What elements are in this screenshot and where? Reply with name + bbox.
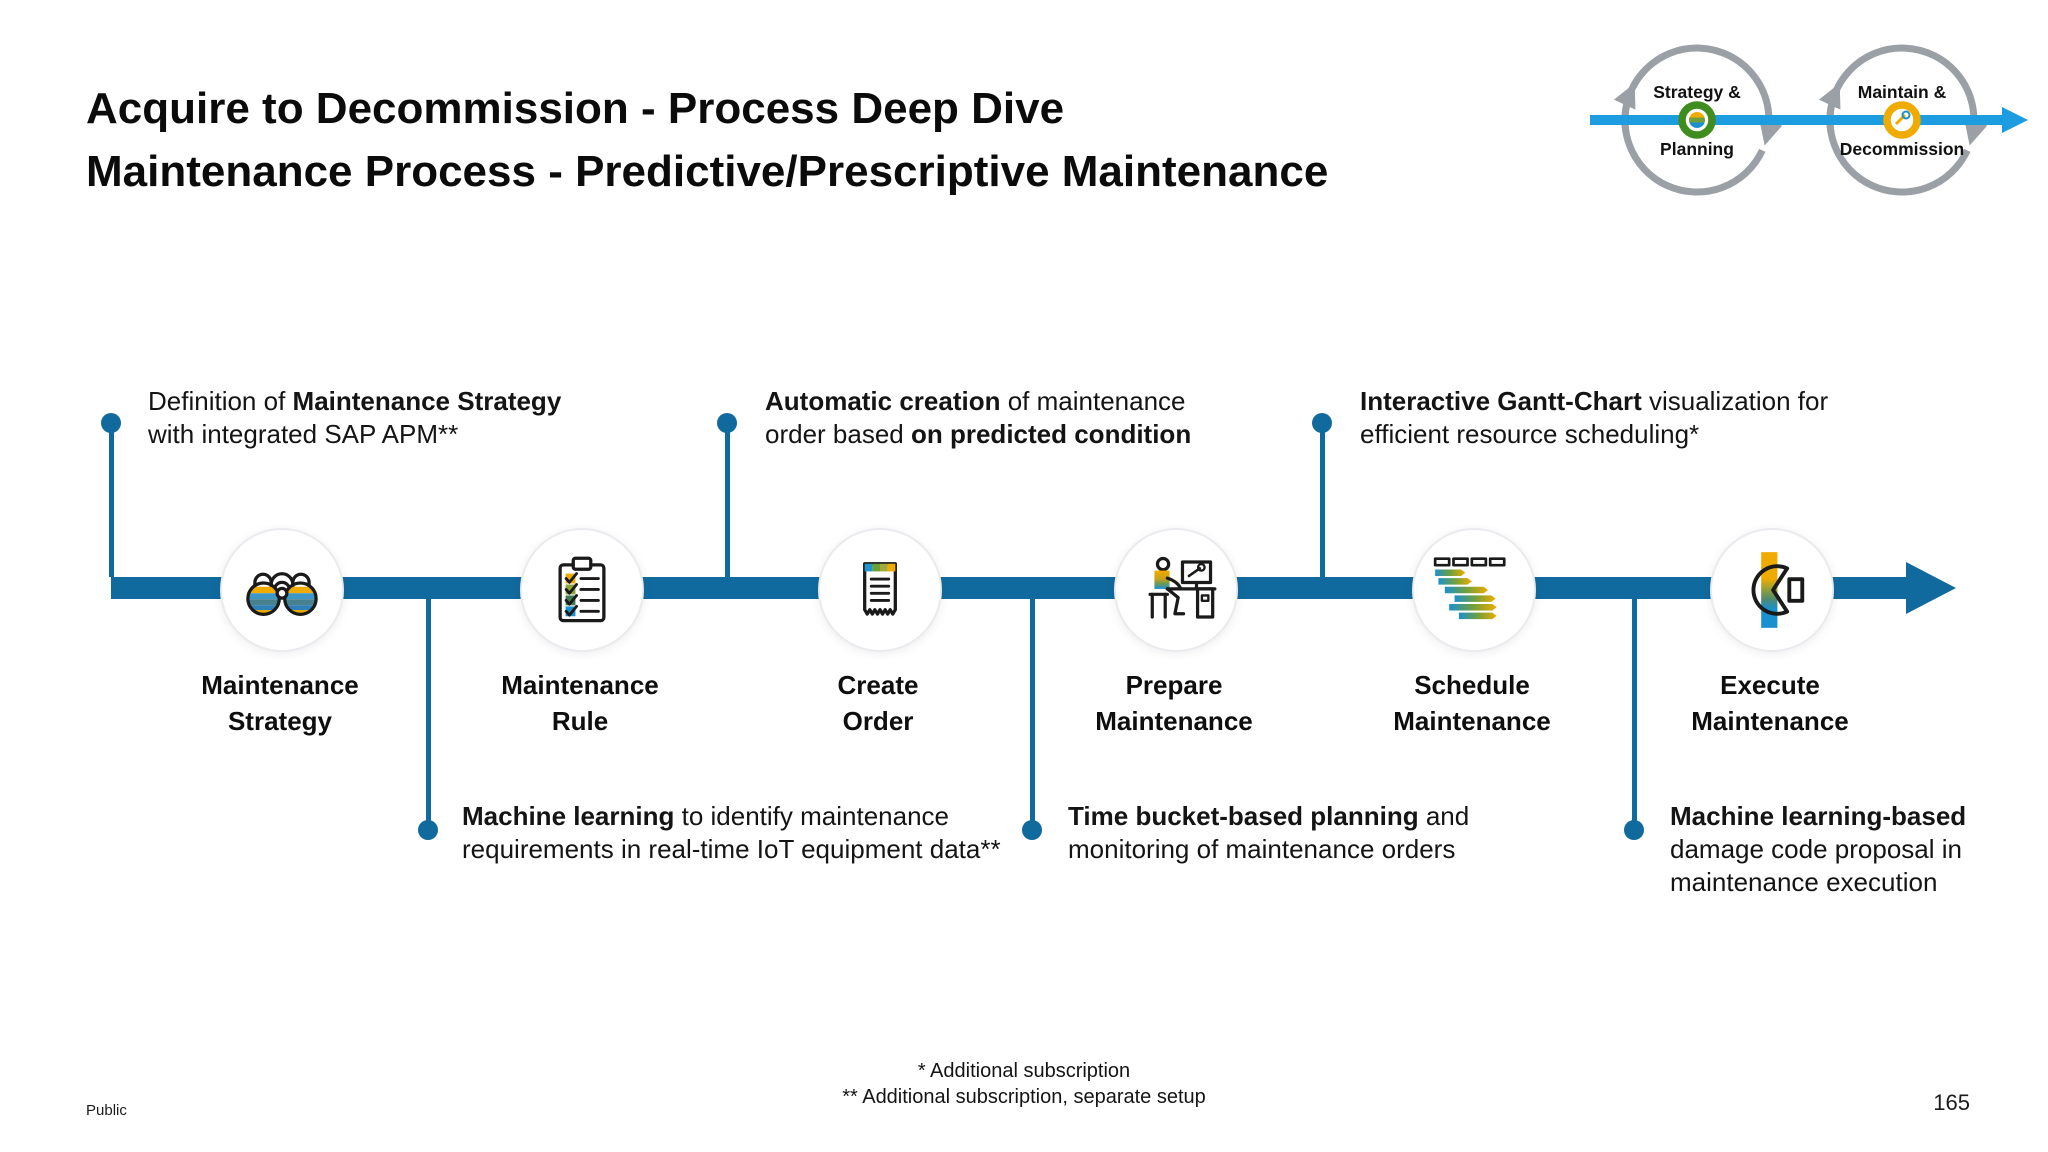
receipt-icon xyxy=(863,562,897,616)
step-circle-maintenance-rule xyxy=(520,528,644,652)
step-label-execute-maintenance: Execute Maintenance xyxy=(1691,670,1849,736)
checklist-clipboard-icon xyxy=(558,556,606,623)
strategy-planning-badge-icon xyxy=(1678,101,1716,139)
gantt-chart-icon xyxy=(1433,557,1506,620)
callout-dot xyxy=(717,413,737,433)
page-number: 165 xyxy=(1933,1090,1970,1115)
page-title: Acquire to Decommission - Process Deep D… xyxy=(86,78,1328,204)
step-label-create-order: Create Order xyxy=(837,670,919,736)
page-title-line2: Maintenance Process - Predictive/Prescri… xyxy=(86,146,1329,196)
binoculars-icon xyxy=(246,572,318,616)
callout-connector xyxy=(1319,423,1325,577)
callout-connector xyxy=(1029,599,1035,830)
wrench-icon xyxy=(1751,552,1805,628)
step-label-maintenance-strategy: Maintenance Strategy xyxy=(201,670,359,736)
step-label-prepare-maintenance: Prepare Maintenance xyxy=(1095,670,1253,736)
lifecycle-arrow xyxy=(1590,107,2028,133)
lifecycle-right-bottom-label: Decommission xyxy=(1840,139,1964,159)
callout-text-gantt-visualization: Interactive Gantt-Chart visualization fo… xyxy=(1360,386,1829,449)
maintain-decommission-badge-icon xyxy=(1883,101,1921,139)
lifecycle-diagram: Strategy & Planning Maintain & Decommiss… xyxy=(1580,16,2036,220)
lifecycle-left-bottom-label: Planning xyxy=(1660,139,1734,159)
footnotes: * Additional subscription ** Additional … xyxy=(0,1058,2048,1110)
timeline-arrowhead-icon xyxy=(1906,562,1956,614)
step-circle-maintenance-strategy xyxy=(220,528,344,652)
callout-dot xyxy=(1624,820,1644,840)
lifecycle-right-top-label: Maintain & xyxy=(1858,82,1947,102)
callout-dot xyxy=(1022,820,1042,840)
technician-at-desk-icon xyxy=(1148,556,1217,619)
step-label-maintenance-rule: Maintenance Rule xyxy=(501,670,659,736)
callout-connector xyxy=(108,423,114,577)
page-title-line1: Acquire to Decommission - Process Deep D… xyxy=(86,84,1065,133)
callout-dot xyxy=(1312,413,1332,433)
footnote-single-asterisk: * Additional subscription xyxy=(917,1060,1131,1082)
lifecycle-loops-graphic: Strategy & Planning Maintain & Decommiss… xyxy=(1590,44,2028,196)
lifecycle-left-top-label: Strategy & xyxy=(1653,82,1741,102)
callout-dot xyxy=(101,413,121,433)
callout-connector xyxy=(1631,599,1637,830)
classification-label: Public xyxy=(86,1102,127,1119)
callout-text-machine-learning: Machine learning to identify maintenance… xyxy=(462,801,1001,864)
callout-dot xyxy=(418,820,438,840)
step-circle-create-order xyxy=(818,528,942,652)
step-circle-schedule-maintenance xyxy=(1412,528,1536,652)
timeline-bar xyxy=(111,577,1911,599)
step-circle-execute-maintenance xyxy=(1710,528,1834,652)
step-label-schedule-maintenance: Schedule Maintenance xyxy=(1393,670,1551,736)
footnote-double-asterisk: ** Additional subscription, separate set… xyxy=(842,1086,1206,1108)
step-circle-prepare-maintenance xyxy=(1114,528,1238,652)
callout-connector xyxy=(425,599,431,830)
callout-connector xyxy=(724,423,730,577)
